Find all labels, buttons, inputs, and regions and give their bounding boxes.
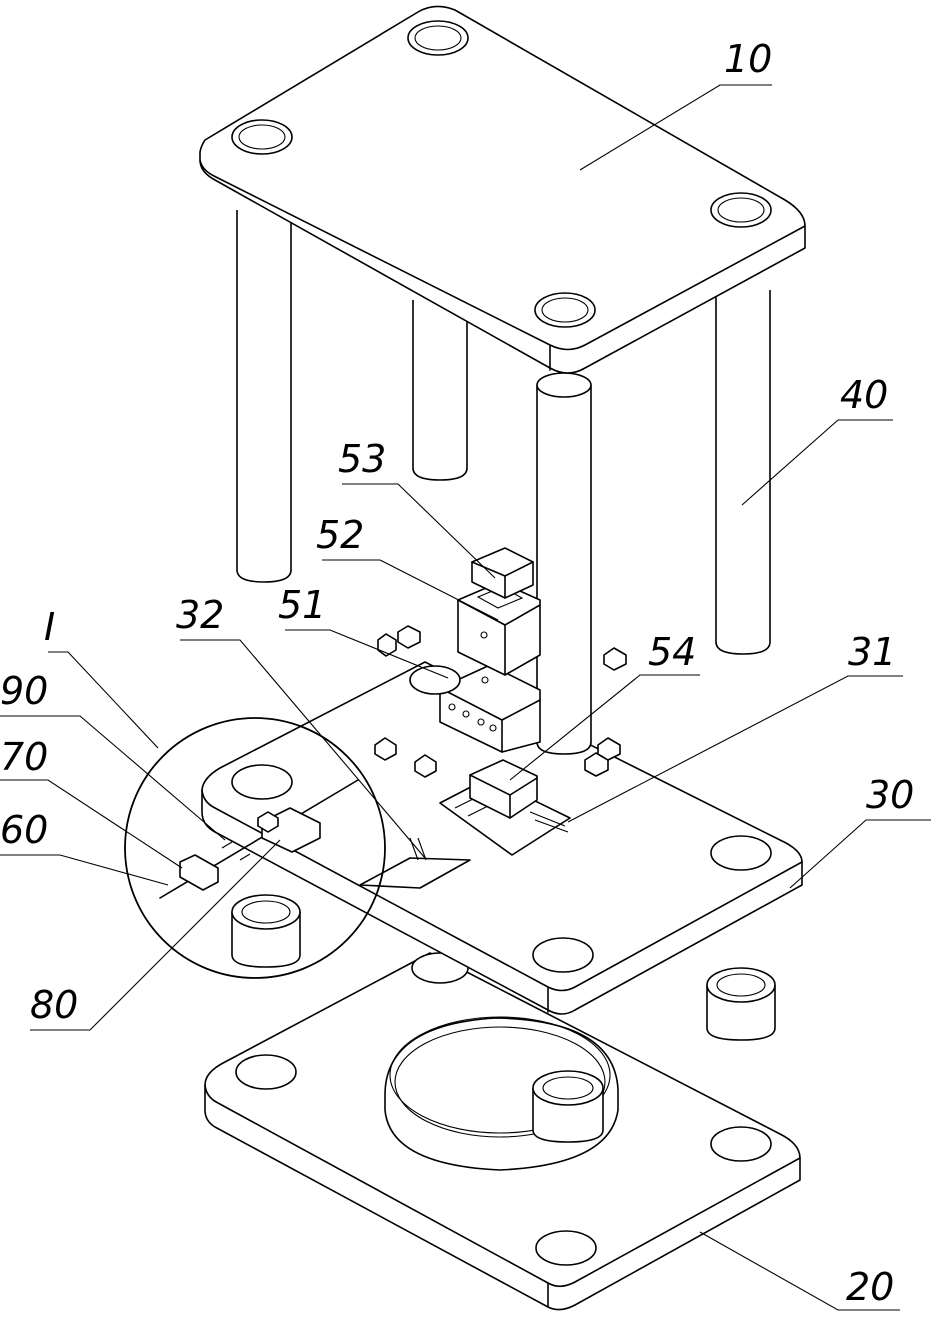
label-10: 10 (724, 37, 772, 81)
leader-lines (0, 84, 931, 1311)
label-32: 32 (176, 593, 224, 637)
guide-pillars-40 (236, 210, 771, 755)
middle-hole-left (231, 764, 293, 800)
part-54-block (469, 759, 538, 819)
base-hole-left (235, 1054, 297, 1090)
base-hole-front (535, 1230, 597, 1266)
label-80: 80 (30, 983, 78, 1027)
part-51-block (409, 664, 541, 753)
guide-bushing-left (231, 894, 301, 968)
label-70: 70 (0, 735, 48, 779)
detail-circle-I (124, 717, 386, 979)
part-70-block (257, 811, 279, 833)
middle-hole-front (532, 937, 594, 973)
part-60-block (179, 854, 219, 891)
label-40: 40 (840, 373, 888, 417)
part-32-slot (359, 857, 471, 889)
label-53: 53 (338, 437, 386, 481)
middle-hole-right (710, 835, 772, 871)
base-plate-20 (204, 952, 801, 1311)
label-90: 90 (0, 669, 48, 713)
label-60: 60 (0, 808, 48, 852)
label-20: 20 (846, 1265, 894, 1309)
label-54: 54 (648, 630, 696, 674)
label-I: I (44, 605, 55, 649)
top-plate-10 (199, 5, 806, 374)
label-31: 31 (848, 630, 896, 674)
label-51: 51 (278, 583, 326, 627)
callout-labels: 10 20 30 31 32 40 51 52 53 54 60 70 80 9… (0, 37, 914, 1309)
label-52: 52 (316, 513, 364, 557)
base-hole-right (710, 1126, 772, 1162)
label-30: 30 (866, 773, 914, 817)
screws (374, 625, 627, 778)
guide-bushing-right (706, 967, 776, 1041)
